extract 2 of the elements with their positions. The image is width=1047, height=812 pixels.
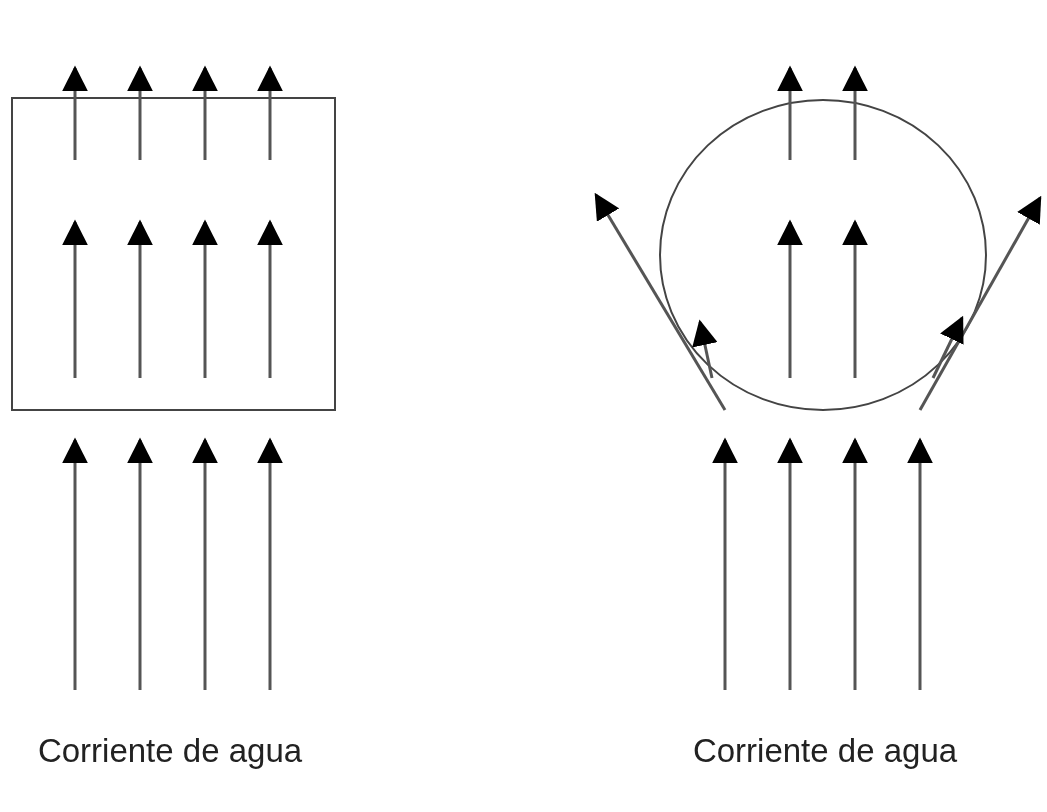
flow-label: Corriente de agua [691,731,959,771]
flow-label: Corriente de agua [36,731,304,771]
